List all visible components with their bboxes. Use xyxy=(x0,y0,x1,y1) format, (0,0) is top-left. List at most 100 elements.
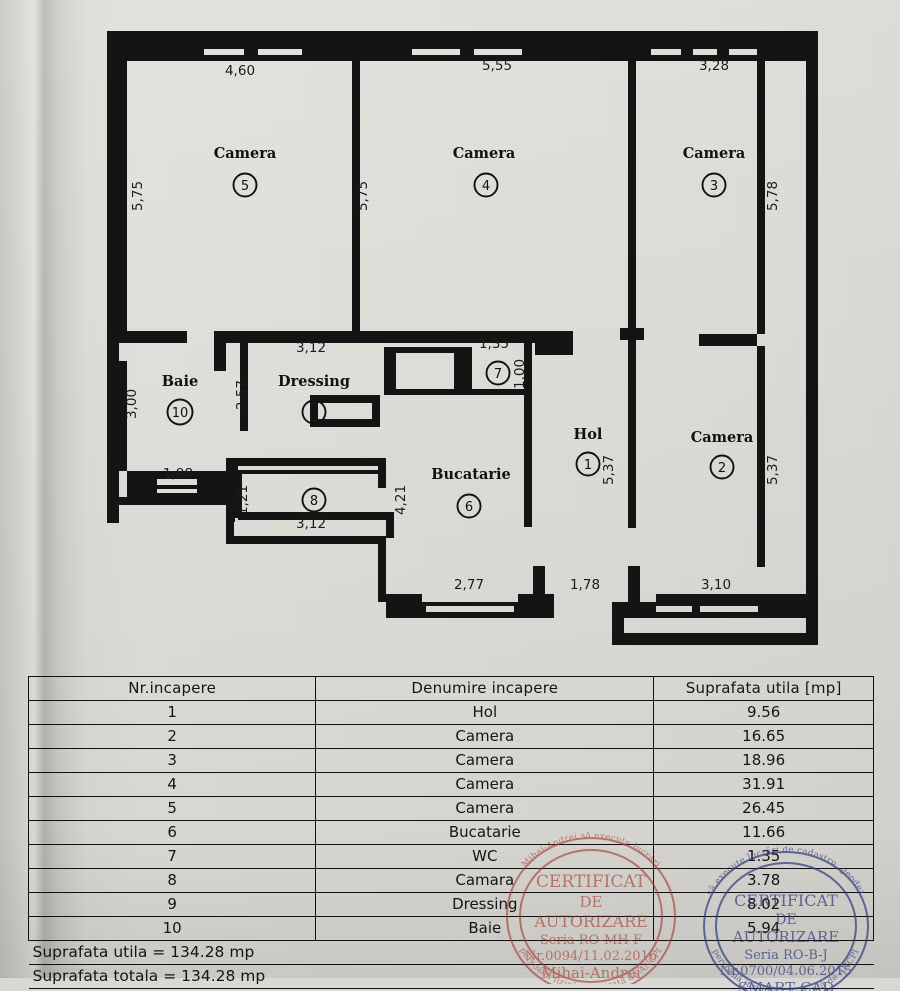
cell-nr: 1 xyxy=(27,700,317,725)
dimension-label: 5,75 xyxy=(355,181,371,211)
cell-area: 8.02 xyxy=(653,892,874,917)
room-badge-6: 6 xyxy=(465,500,473,515)
dimension-label: 4,60 xyxy=(225,63,255,79)
room-badge-5: 5 xyxy=(241,179,249,194)
cell-nr: 4 xyxy=(27,772,317,797)
room-label-3: Camera xyxy=(683,145,746,162)
dimension-label: 1,00 xyxy=(512,359,528,389)
cell-area: 26.45 xyxy=(653,796,874,821)
dimension-labels: 4,60 5,55 3,28 5,75 5,75 5,78 3,00 2,57 3,12 1,35… xyxy=(124,58,781,593)
dimension-label: 3,28 xyxy=(699,58,729,74)
room-badge-6-circle xyxy=(456,493,482,519)
room-label-4: Camera xyxy=(453,145,516,162)
room-badge-2-circle xyxy=(709,454,735,480)
table-header-row: Nr.incapere Denumire incapere Suprafata … xyxy=(27,676,874,701)
dimension-label: 3,12 xyxy=(296,340,326,356)
cell-area: 5.94 xyxy=(653,916,874,941)
table-total-row: Suprafata utila = 134.28 mp xyxy=(28,940,874,965)
dimension-label: 1,78 xyxy=(570,577,600,593)
dimension-label: 1,21 xyxy=(235,485,251,515)
room-number-badges: 5 4 3 10 9 7 8 6 1 2 xyxy=(166,172,735,519)
room-badge-9-circle xyxy=(301,399,327,425)
wall-geometry xyxy=(107,31,818,645)
dimension-label: 5,37 xyxy=(765,455,781,485)
room-label-1: Hol xyxy=(574,426,603,443)
cell-name: Camera xyxy=(315,796,655,821)
dimension-label: 1,35 xyxy=(479,336,509,352)
total-text: Suprafata utila = 134.28 mp xyxy=(28,940,874,965)
header-area: Suprafata utila [mp] xyxy=(653,676,874,701)
cell-nr: 5 xyxy=(27,796,317,821)
dimension-label: 1,98 xyxy=(163,466,193,482)
room-badge-4-circle xyxy=(473,172,499,198)
total-text: Suprafata totala = 134.28 mp xyxy=(28,964,874,989)
cell-name: Baie xyxy=(315,916,655,941)
room-badge-10: 10 xyxy=(172,406,189,421)
room-label-9: Dressing xyxy=(278,373,350,390)
dimension-label: 3,10 xyxy=(701,577,731,593)
room-badge-7-circle xyxy=(485,360,511,386)
cell-name: Camera xyxy=(315,772,655,797)
room-badge-4: 4 xyxy=(482,179,490,194)
dimension-label: 5,75 xyxy=(130,181,146,211)
room-badge-3-circle xyxy=(701,172,727,198)
room-badge-1: 1 xyxy=(584,458,592,473)
cell-name: WC xyxy=(315,844,655,869)
cell-nr: 8 xyxy=(27,868,317,893)
room-badge-2: 2 xyxy=(718,461,726,476)
room-schedule-table: Nr.incapere Denumire incapere Suprafata … xyxy=(27,676,874,989)
cell-area: 18.96 xyxy=(653,748,874,773)
cell-area: 3.78 xyxy=(653,868,874,893)
room-badge-8-circle xyxy=(301,487,327,513)
cell-area: 9.56 xyxy=(653,700,874,725)
cell-name: Camera xyxy=(315,724,655,749)
room-label-10: Baie xyxy=(162,373,198,390)
cell-nr: 7 xyxy=(27,844,317,869)
room-label-6: Bucatarie xyxy=(431,466,511,483)
cell-nr: 9 xyxy=(27,892,317,917)
room-badge-7: 7 xyxy=(494,367,502,382)
room-labels: Camera Camera Camera Baie Dressing Bucat… xyxy=(162,145,754,483)
header-nr: Nr.incapere xyxy=(27,676,317,701)
dimension-label: 3,12 xyxy=(296,516,326,532)
room-label-2: Camera xyxy=(691,429,754,446)
header-name: Denumire incapere xyxy=(315,676,655,701)
dimension-label: 3,00 xyxy=(124,389,140,419)
cell-nr: 2 xyxy=(27,724,317,749)
cell-nr: 6 xyxy=(27,820,317,845)
dimension-label: 2,57 xyxy=(234,380,250,410)
cell-area: 11.66 xyxy=(653,820,874,845)
room-badge-3: 3 xyxy=(710,179,718,194)
dimension-label: 5,78 xyxy=(765,181,781,211)
table-total-row: Suprafata totala = 134.28 mp xyxy=(28,964,874,989)
cell-name: Bucatarie xyxy=(315,820,655,845)
dimension-label: 4,21 xyxy=(393,485,409,515)
cell-area: 31.91 xyxy=(653,772,874,797)
cell-name: Camera xyxy=(315,748,655,773)
dimension-label: 5,37 xyxy=(601,455,617,485)
cell-name: Hol xyxy=(315,700,655,725)
room-badge-9: 9 xyxy=(310,406,318,421)
floor-plan-drawing: Camera Camera Camera Baie Dressing Bucat… xyxy=(107,31,818,645)
room-badge-1-circle xyxy=(575,451,601,477)
room-label-5: Camera xyxy=(214,145,277,162)
cell-name: Camara xyxy=(315,868,655,893)
room-badge-8: 8 xyxy=(310,494,318,509)
room-badge-5-circle xyxy=(232,172,258,198)
cell-nr: 3 xyxy=(27,748,317,773)
cell-area: 1.35 xyxy=(653,844,874,869)
dimension-label: 2,77 xyxy=(454,577,484,593)
cell-name: Dressing xyxy=(315,892,655,917)
cell-area: 16.65 xyxy=(653,724,874,749)
dimension-label: 5,55 xyxy=(482,58,512,74)
